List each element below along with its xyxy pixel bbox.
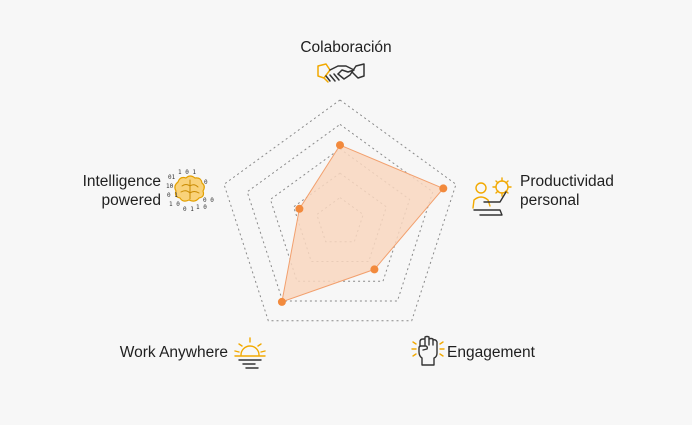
axis-label-engagement: Engagement	[447, 343, 535, 362]
handshake-icon	[317, 63, 365, 83]
productivity-icon	[472, 177, 512, 216]
data-point-4[interactable]	[277, 297, 286, 306]
data-point-1[interactable]	[336, 141, 344, 150]
sunrise-icon	[234, 337, 266, 369]
svg-text:0: 0	[204, 179, 208, 186]
svg-text:1 0: 1 0	[196, 204, 207, 211]
radar-data-layer	[277, 141, 448, 306]
data-point-5[interactable]	[295, 204, 304, 213]
svg-text:0 1: 0 1	[183, 206, 194, 213]
axis-label-colaboracion-line: Colaboración	[300, 39, 392, 56]
axis-label-intelligence-line-1: Intelligence	[82, 173, 161, 190]
brain-binary-icon: 01 10 0 1 1 0 1 0 1 0 0 0 1 0 0 1	[166, 169, 214, 213]
axis-label-intelligence-powered: Intelligence powered	[83, 172, 161, 210]
data-point-3[interactable]	[370, 265, 379, 274]
raised-fist-icon	[411, 335, 445, 366]
svg-text:0 0: 0 0	[203, 197, 214, 204]
axis-label-intelligence-line-2: powered	[101, 192, 161, 209]
axis-label-engagement-line: Engagement	[447, 344, 535, 361]
axis-label-productividad-personal: Productividad personal	[520, 172, 614, 210]
data-area	[281, 144, 445, 303]
axis-label-work-anywhere-line: Work Anywhere	[119, 344, 228, 361]
svg-text:0 1: 0 1	[167, 192, 178, 199]
axis-label-colaboracion: Colaboración	[300, 38, 391, 57]
axis-label-work-anywhere: Work Anywhere	[120, 343, 228, 362]
svg-text:01: 01	[168, 174, 176, 181]
svg-text:1 0 1: 1 0 1	[178, 169, 196, 176]
axis-label-productividad-line-2: personal	[520, 192, 580, 209]
svg-text:10: 10	[166, 183, 174, 190]
axis-label-productividad-line-1: Productividad	[520, 173, 614, 190]
data-point-2[interactable]	[439, 184, 448, 193]
svg-text:1 0: 1 0	[169, 201, 180, 208]
